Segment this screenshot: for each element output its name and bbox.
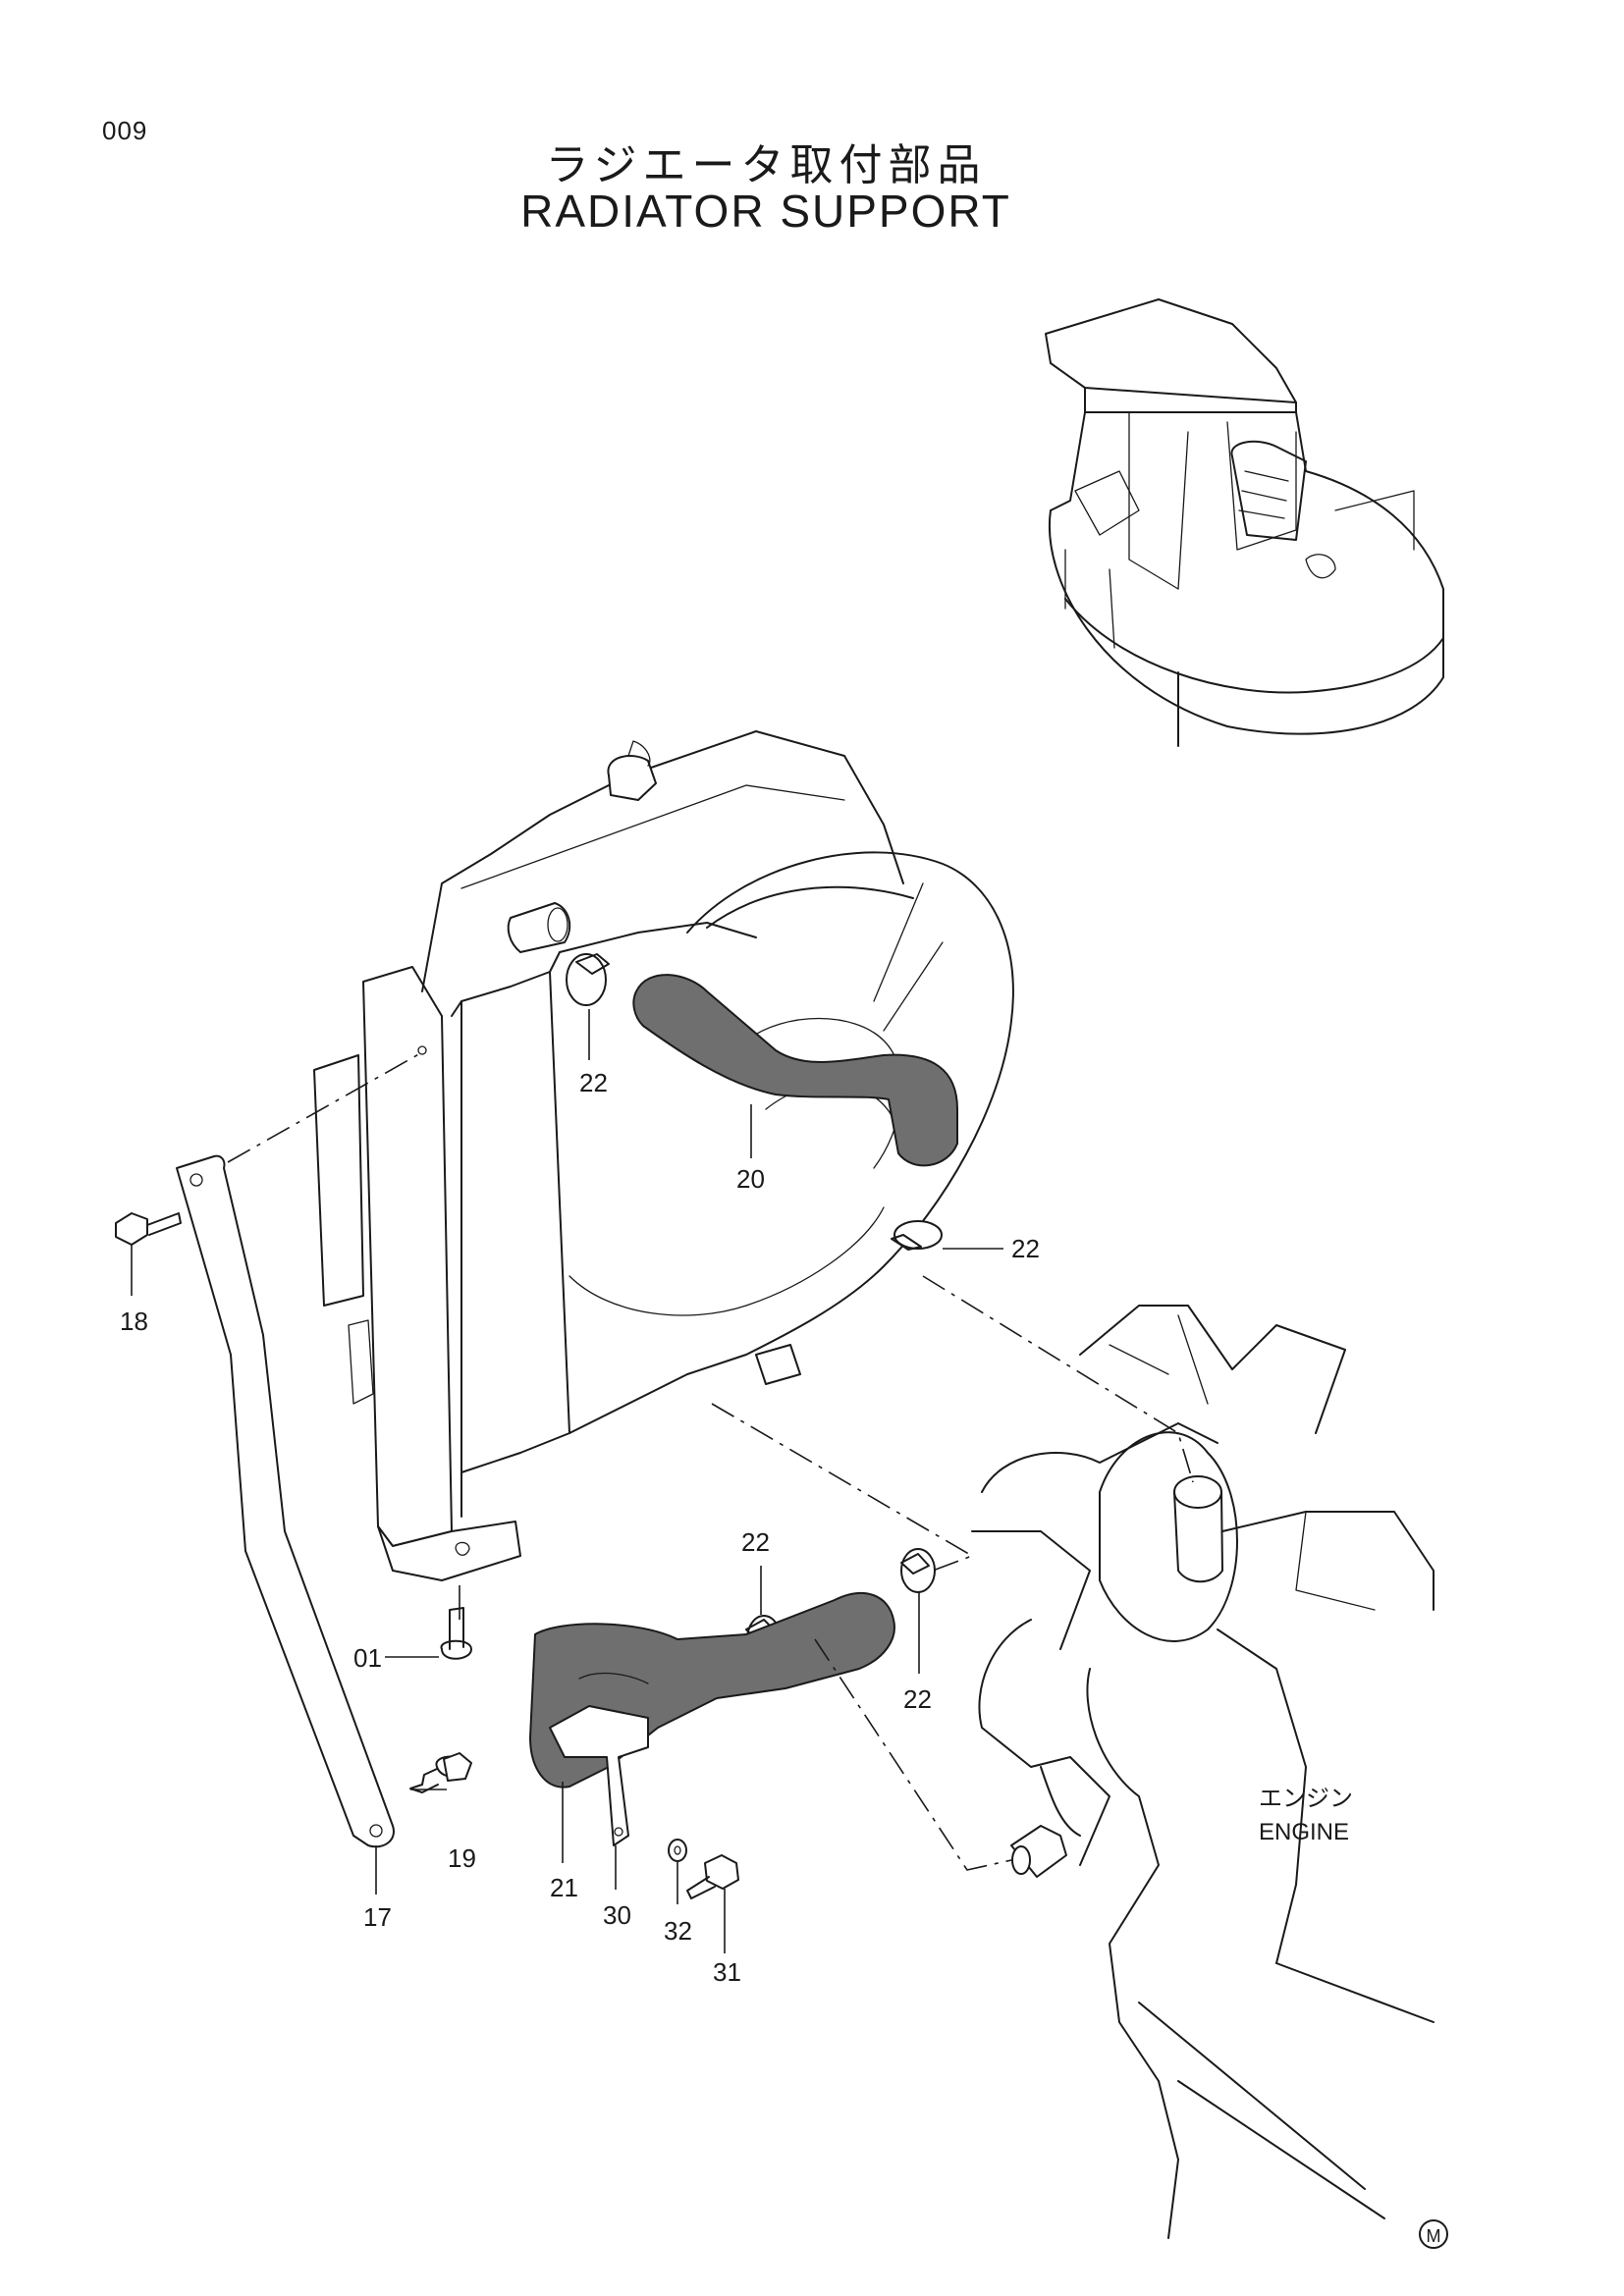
engine-illustration: [971, 1305, 1435, 2239]
bolt-31: [686, 1854, 739, 1899]
callout-32: 32: [664, 1916, 692, 1946]
engine-label-japanese: エンジン: [1259, 1785, 1353, 1812]
part-callouts: 22 20 22 18 22 01 22 19 21 30 32 17 31: [120, 1068, 1040, 1987]
callout-22-lower-right: 22: [903, 1684, 932, 1714]
assembly-line-clamp-to-engine: [922, 1275, 1194, 1483]
callout-leader-lines: [131, 1009, 1003, 1953]
hose-clamp-upper: [566, 953, 610, 1006]
engine-label-english: ENGINE: [1259, 1819, 1349, 1845]
assembly-line-outlet-to-hose: [711, 1403, 974, 1572]
washer-32: [668, 1839, 687, 1862]
callout-30: 30: [603, 1900, 631, 1930]
callout-22-middle: 22: [1011, 1234, 1040, 1263]
callout-21: 21: [550, 1873, 578, 1902]
flange-bolt-01: [440, 1607, 472, 1660]
callout-31: 31: [713, 1957, 741, 1987]
page-number: 009: [102, 116, 148, 145]
callout-19: 19: [448, 1843, 476, 1873]
callout-18: 18: [120, 1307, 148, 1336]
assembly-line-hose-to-engine: [814, 1638, 1012, 1871]
bolt-18: [115, 1212, 182, 1246]
page-title-english: RADIATOR SUPPORT: [520, 186, 1011, 237]
callout-22-upper: 22: [579, 1068, 608, 1097]
callout-20: 20: [736, 1164, 765, 1194]
upper-radiator-hose-20: [632, 974, 958, 1167]
radiator-assembly: [313, 730, 1014, 1581]
assembly-line-bar-to-radiator: [227, 1051, 423, 1163]
machine-overview-illustration: [1045, 298, 1444, 747]
hose-bracket-30: [549, 1705, 649, 1846]
callout-22-lower-left: 22: [741, 1527, 770, 1557]
callout-01: 01: [353, 1643, 382, 1673]
callout-17: 17: [363, 1902, 392, 1932]
footer-mark: M: [1419, 2219, 1448, 2249]
page-title-japanese: ラジエータ取付部品: [545, 140, 987, 190]
radiator-support-bar-17: [176, 1154, 395, 1848]
footer-mark-letter: M: [1427, 2226, 1441, 2246]
hose-clamp-lower-right: [900, 1548, 936, 1593]
flange-bolt-19: [409, 1752, 472, 1793]
hose-clamp-middle: [891, 1220, 943, 1251]
